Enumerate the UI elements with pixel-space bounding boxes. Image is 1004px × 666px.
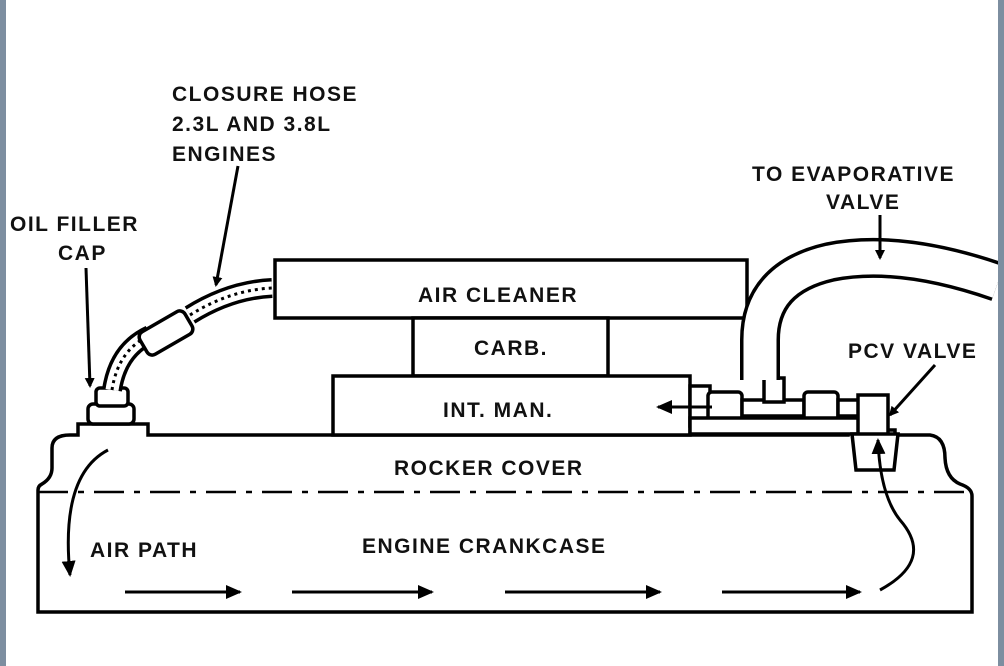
evap-label-line1: TO EVAPORATIVE bbox=[752, 163, 955, 186]
int-man-label: INT. MAN. bbox=[443, 399, 553, 422]
pcv-valve-label: PCV VALVE bbox=[848, 340, 977, 363]
air-path-label: AIR PATH bbox=[90, 539, 198, 562]
pcv-plumbing bbox=[688, 376, 862, 436]
carb-label: CARB. bbox=[474, 337, 548, 360]
air-cleaner-label: AIR CLEANER bbox=[418, 284, 578, 307]
oil-filler-label-line2: CAP bbox=[58, 242, 107, 265]
closure-hose-label-line1: CLOSURE HOSE bbox=[172, 83, 358, 106]
carb-box bbox=[411, 316, 610, 378]
pcv-system-diagram: CLOSURE HOSE 2.3L AND 3.8L ENGINES OIL F… bbox=[10, 83, 998, 614]
oil-filler-cap bbox=[86, 386, 136, 426]
oil-filler-label-line1: OIL FILLER bbox=[10, 213, 139, 236]
closure-hose-label-line3: ENGINES bbox=[172, 143, 277, 166]
crankcase-body bbox=[36, 422, 974, 614]
engine-crankcase-label: ENGINE CRANKCASE bbox=[362, 535, 607, 558]
leader-lines bbox=[84, 165, 937, 417]
rocker-cover-label: ROCKER COVER bbox=[394, 457, 584, 480]
intake-manifold-box bbox=[331, 374, 692, 437]
closure-hose bbox=[102, 278, 273, 392]
evap-label-line2: VALVE bbox=[826, 191, 900, 214]
air-cleaner-box bbox=[273, 258, 749, 320]
air-flow-arrows bbox=[61, 400, 916, 599]
closure-hose-label-line2: 2.3L AND 3.8L bbox=[172, 113, 332, 136]
pcv-valve bbox=[850, 393, 900, 472]
evaporative-hose bbox=[740, 237, 998, 380]
